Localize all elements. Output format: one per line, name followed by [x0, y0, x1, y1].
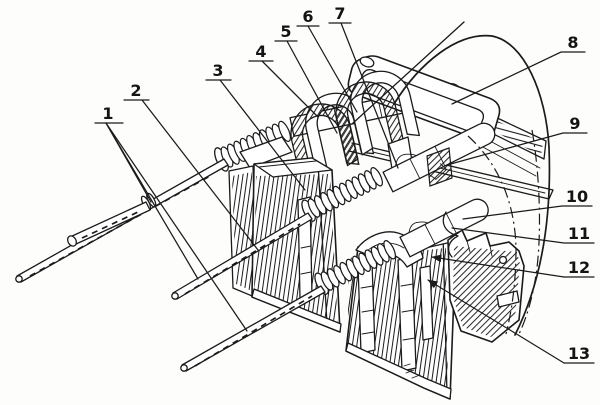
traverse-arc-outer — [517, 129, 541, 337]
gun-1-group — [15, 82, 462, 283]
ammo-box-right-slot-1 — [357, 261, 376, 354]
leader-lines — [94, 22, 595, 364]
callout-3: 3 — [212, 61, 223, 80]
callout-labels: 1 2 3 4 5 6 7 8 9 10 11 12 13 — [102, 4, 590, 363]
callout-13: 13 — [568, 344, 590, 363]
callout-5: 5 — [280, 22, 291, 41]
muzzle-1 — [15, 275, 23, 283]
callout-4: 4 — [255, 42, 266, 61]
gun-2-group — [171, 122, 496, 300]
callout-11: 11 — [568, 224, 590, 243]
stencil-marks — [403, 363, 421, 379]
ammo-box-right-slot-3 — [419, 265, 434, 341]
muzzle-2 — [171, 292, 179, 300]
gas-tube-1 — [66, 201, 151, 247]
callout-7: 7 — [334, 4, 345, 23]
recoil-spring-3 — [314, 240, 396, 295]
ammo-box-right-base — [345, 342, 452, 400]
bolt-hole — [498, 255, 508, 265]
callout-2: 2 — [130, 81, 141, 100]
ammo-box-right — [345, 228, 457, 400]
shield-arc — [393, 34, 551, 336]
muzzle-3 — [180, 364, 188, 372]
mount-bracket — [447, 229, 525, 343]
buffer-hook — [442, 211, 459, 258]
callout-6: 6 — [302, 7, 313, 26]
callout-1: 1 — [102, 104, 113, 123]
gun-3-receiver — [399, 198, 489, 258]
callout-12: 12 — [568, 258, 590, 277]
barrel-2 — [171, 212, 313, 300]
barrel-3 — [180, 285, 326, 372]
recoil-spring-2 — [301, 167, 383, 222]
gun-3-group — [180, 198, 489, 372]
callout-9: 9 — [569, 114, 580, 133]
callout-10: 10 — [566, 187, 588, 206]
callout-8: 8 — [567, 33, 578, 52]
aiming-line — [351, 21, 465, 125]
feed-slide-block — [426, 147, 453, 187]
ammo-box-left-base — [251, 288, 342, 333]
